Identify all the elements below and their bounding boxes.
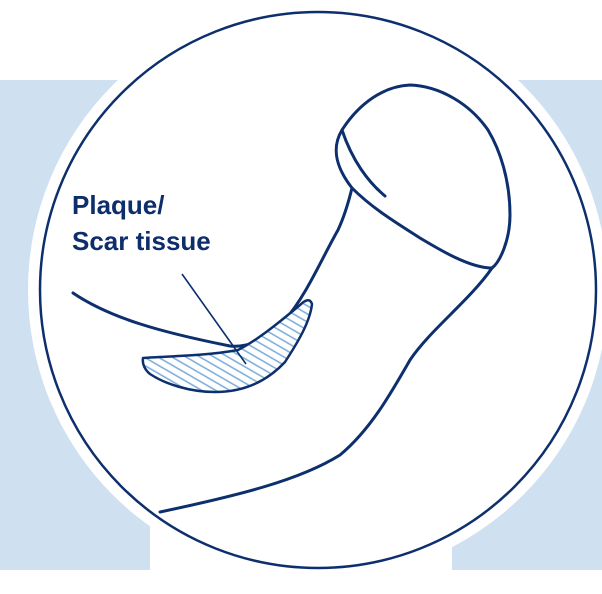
magnified-circle bbox=[40, 12, 596, 568]
plaque-label-line-1: Plaque/ bbox=[72, 190, 164, 220]
plaque-label-line-2: Scar tissue bbox=[72, 226, 211, 256]
